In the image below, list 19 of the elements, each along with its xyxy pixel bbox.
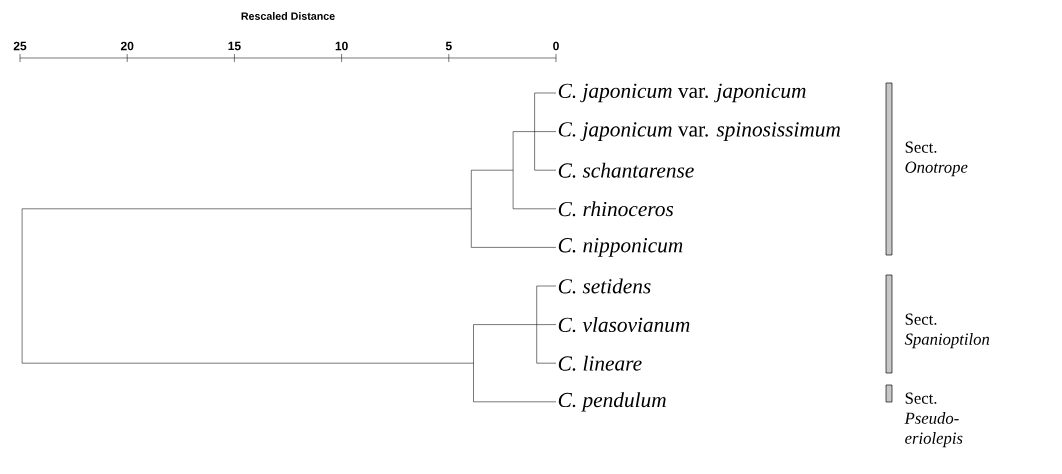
section-label: Sect. Pseudo-eriolepis (904, 392, 963, 448)
section-label: Sect. Spanioptilon (904, 313, 990, 349)
species-label: C. japonicum var. spinosissimum (558, 122, 840, 141)
species-label: C. rhinoceros (558, 201, 674, 217)
tick-label: 10 (335, 41, 348, 51)
axis-title: Rescaled Distance (241, 12, 335, 20)
tick-label: 25 (13, 41, 27, 51)
section-label: Sect. Onotrope (905, 141, 968, 177)
tick-label: 20 (120, 41, 134, 51)
tick-label: 5 (445, 41, 452, 51)
species-label: C. vlasovianum (558, 317, 690, 333)
species-label: C. lineare (558, 355, 642, 371)
tick-label: 0 (553, 41, 559, 51)
species-label: C. schantarense (558, 162, 694, 178)
species-label: C. japonicum var. japonicum (558, 83, 806, 103)
species-label: C. setidens (558, 278, 651, 294)
species-label: C. pendulum (558, 392, 666, 412)
species-label: C. nipponicum (558, 238, 683, 257)
tick-label: 15 (228, 41, 241, 51)
